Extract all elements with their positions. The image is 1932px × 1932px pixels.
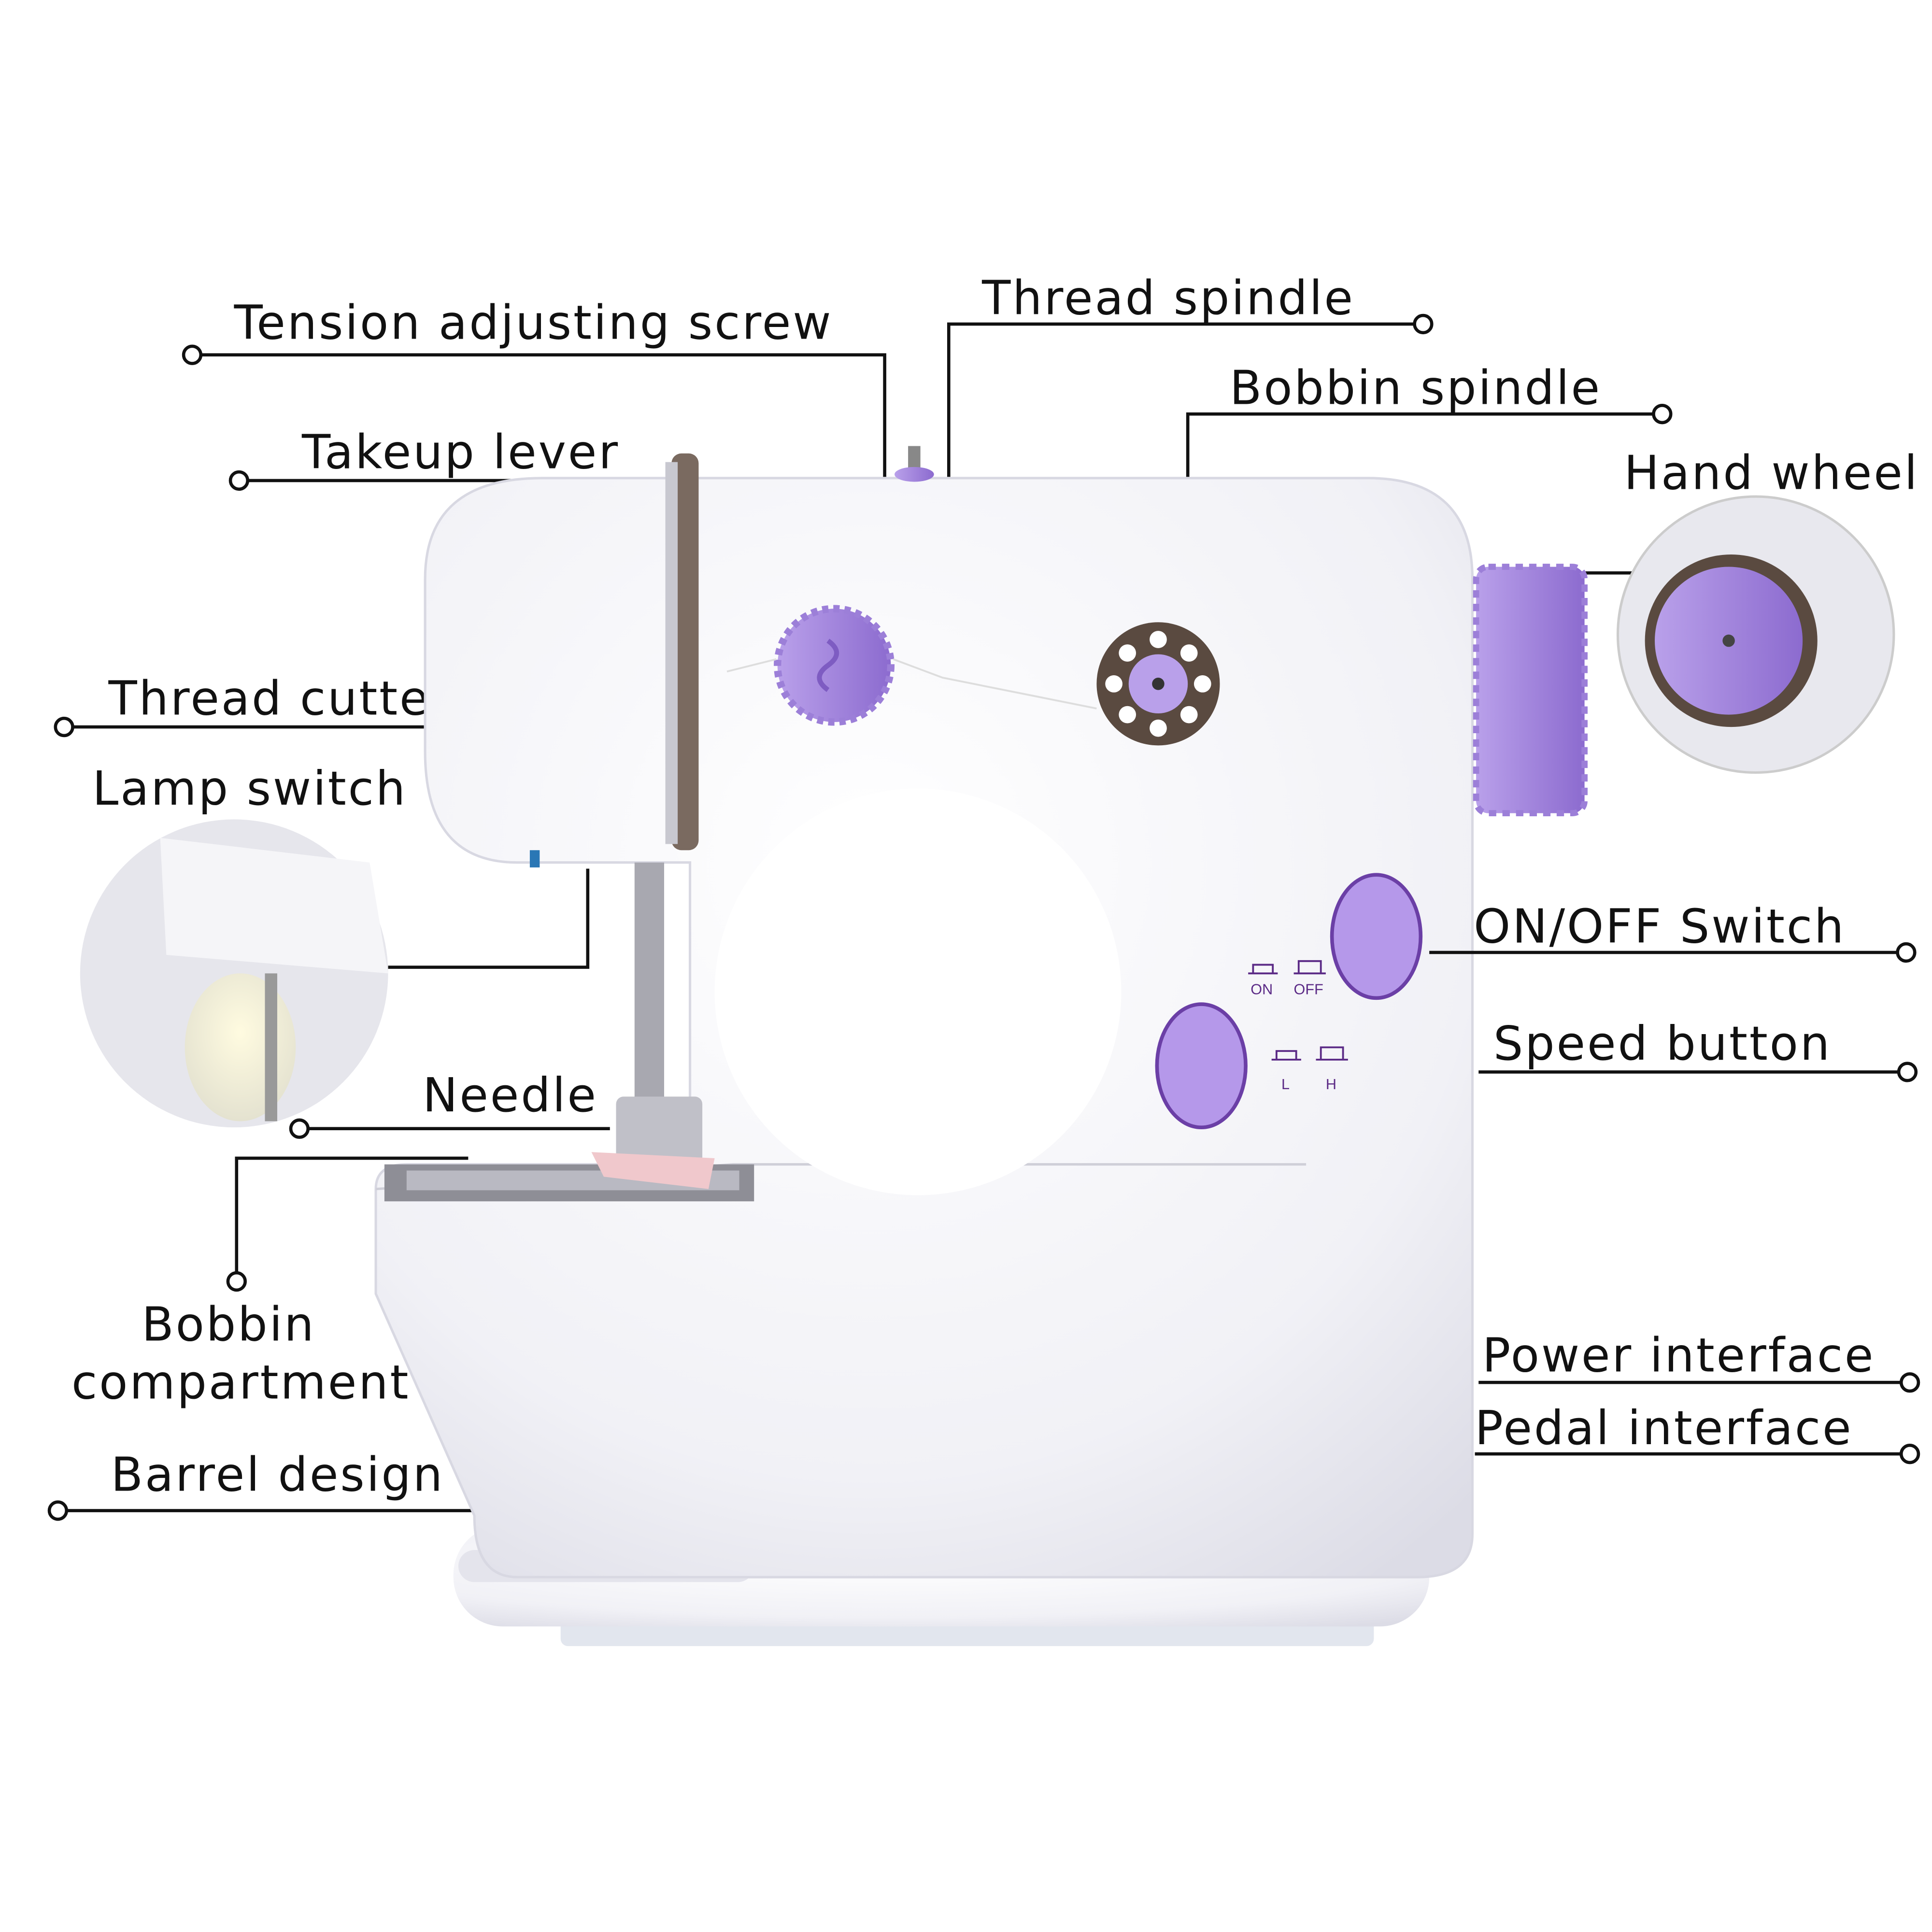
tension-knob[interactable] — [774, 605, 895, 726]
label-text: Barrel design — [111, 1448, 444, 1502]
label-text: Lamp switch — [92, 761, 407, 816]
label-text: Pedal interface — [1475, 1401, 1853, 1455]
label-power-interface: Power interface — [1478, 1328, 1920, 1393]
label-speed-button: Speed button — [1478, 1016, 1918, 1082]
hand-wheel-inset — [1616, 495, 1895, 774]
label-thread-cutter: Thread cutter — [54, 671, 451, 738]
label-text: compartment — [71, 1355, 410, 1409]
label-text: Speed button — [1493, 1016, 1832, 1071]
off-marking: OFF — [1294, 981, 1323, 998]
label-text: Takeup lever — [301, 425, 620, 479]
label-text: Bobbin — [142, 1297, 315, 1352]
hand-wheel[interactable] — [1473, 564, 1588, 817]
label-hand-wheel: Hand wheel — [1550, 446, 1919, 575]
speed-button[interactable] — [1155, 1002, 1248, 1130]
high-marking: H — [1326, 1076, 1336, 1093]
label-pedal-interface: Pedal interface — [1475, 1401, 1920, 1464]
label-thread-spindle: Thread spindle — [947, 271, 1434, 487]
label-text: Tension adjusting screw — [234, 296, 833, 350]
label-text: Needle — [423, 1068, 598, 1122]
on-off-button[interactable] — [1330, 873, 1423, 1000]
label-tension-screw: Tension adjusting screw — [182, 296, 886, 616]
lamp-inset — [80, 819, 388, 1128]
label-needle: Needle — [289, 1068, 610, 1139]
sewing-machine: ON OFF L H — [374, 446, 1588, 1647]
on-marking: ON — [1250, 981, 1273, 998]
label-text: Bobbin spindle — [1230, 361, 1602, 415]
low-marking: L — [1281, 1076, 1290, 1093]
label-bobbin-compartment: Bobbin compartment — [71, 1156, 469, 1409]
label-on-off-switch: ON/OFF Switch — [1429, 899, 1917, 963]
label-text: Thread cutter — [108, 671, 451, 726]
label-lamp-switch: Lamp switch — [92, 761, 590, 969]
label-barrel-design: Barrel design — [47, 1448, 481, 1521]
label-text: Thread spindle — [981, 271, 1355, 326]
label-bobbin-spindle: Bobbin spindle — [1186, 361, 1673, 641]
label-text: ON/OFF Switch — [1474, 899, 1846, 954]
label-text: Hand wheel — [1624, 446, 1919, 500]
label-text: Power interface — [1482, 1328, 1875, 1382]
